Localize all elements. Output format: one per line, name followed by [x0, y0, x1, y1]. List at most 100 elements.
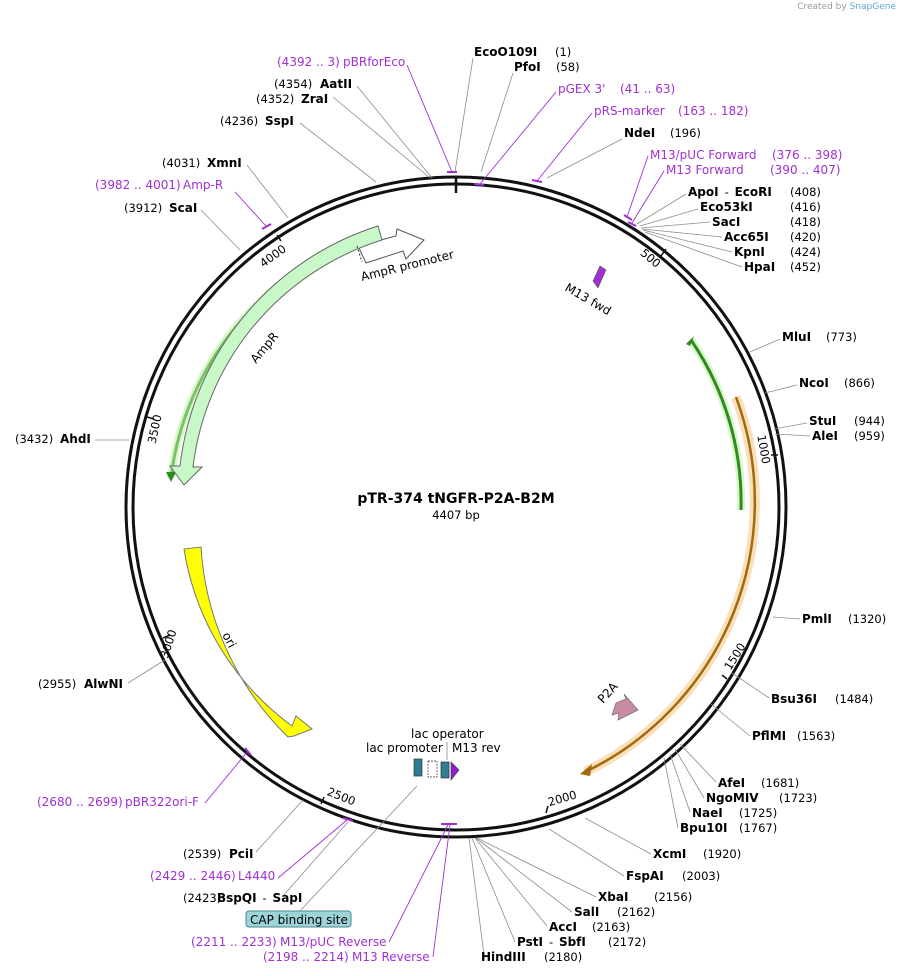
- ampr-promoter-arrow: [357, 228, 425, 264]
- feature-label-ampr: AmpR: [248, 329, 282, 365]
- enzyme-position: (1920): [703, 847, 741, 861]
- features: [166, 225, 760, 781]
- enzyme-site-bpu10i: Bpu10I(1767): [680, 821, 777, 835]
- insert-green-arrowhead: [686, 336, 694, 346]
- feature-label-m13-fwd: M13 fwd: [563, 280, 614, 318]
- credit-brand: SnapGene: [849, 2, 896, 12]
- enzyme-position: (1563): [797, 729, 835, 743]
- enzyme-site-sali: SalI (2162): [574, 905, 655, 919]
- enzyme-name: FspAI: [626, 869, 664, 883]
- enzyme-leader: [641, 228, 723, 238]
- primer-site-m13-puc-reverse: M13/pUC Reverse(2211 .. 2233): [191, 935, 387, 949]
- enzyme-name-2: EcoRI: [735, 185, 772, 199]
- primer-name: pBRforEco: [343, 55, 405, 69]
- enzyme-name-2: SapI: [273, 891, 303, 905]
- enzyme-site-psti: PstI-SbfI(2172): [517, 935, 646, 949]
- enzyme-leader: [475, 837, 573, 913]
- enzyme-leader: [584, 817, 652, 855]
- primer-range: (41 .. 63): [620, 82, 675, 96]
- enzyme-position: (2162): [617, 905, 655, 919]
- enzyme-separator: -: [725, 185, 729, 199]
- primer-name: M13/pUC Reverse: [280, 935, 387, 949]
- tick-label-2000: 2000: [546, 788, 578, 810]
- tick-2500: 2500: [320, 784, 358, 808]
- enzyme-name: ZraI: [301, 92, 328, 106]
- enzyme-leader: [640, 221, 711, 229]
- enzyme-position: (416): [790, 200, 821, 214]
- primer-leader: [234, 191, 267, 227]
- enzyme-name: XbaI: [598, 890, 628, 904]
- enzyme-name: Eco53kI: [700, 200, 753, 214]
- enzyme-site-scai: ScaI(3912): [124, 201, 197, 215]
- primer-range: (2429 .. 2446): [150, 869, 236, 883]
- enzyme-position: (4352): [256, 92, 294, 106]
- cds-orange-arrowhead: [580, 764, 592, 776]
- enzyme-leader: [476, 837, 597, 898]
- enzyme-name: StuI: [809, 414, 836, 428]
- enzyme-name: Bsu36I: [771, 692, 817, 706]
- primer-site-amp-r: Amp-R(3982 .. 4001): [95, 178, 223, 192]
- enzyme-name: PciI: [229, 847, 254, 861]
- primer-mark-pgex3: [473, 183, 485, 186]
- primer-range: (2211 .. 2233): [191, 935, 277, 949]
- enzyme-position: (1723): [779, 791, 817, 805]
- primer-mark-l4440: [342, 817, 354, 822]
- enzyme-leader: [644, 231, 743, 268]
- enzyme-position: (2163): [592, 920, 630, 934]
- tick-3500: 3500: [145, 413, 165, 445]
- enzyme-position: (1767): [739, 821, 777, 835]
- primer-name: M13 Forward: [666, 163, 744, 177]
- tick-1000: 1000: [754, 434, 778, 465]
- enzyme-site-sspi: SspI(4236): [220, 114, 294, 128]
- enzyme-leader: [299, 122, 377, 183]
- enzyme-leader: [454, 57, 474, 173]
- snapgene-credit: Created by SnapGene: [797, 2, 896, 12]
- tick-1500: 1500: [721, 640, 749, 680]
- tick-label-4000: 4000: [257, 242, 289, 271]
- enzyme-position: (3912): [124, 201, 162, 215]
- primer-leader: [432, 824, 451, 958]
- enzyme-name: NgoMIV: [706, 791, 759, 805]
- enzyme-name: SalI: [574, 905, 599, 919]
- enzyme-position: (2180): [544, 950, 582, 964]
- enzyme-position: (196): [670, 126, 701, 140]
- enzyme-site-apoi: ApoI-EcoRI(408): [688, 185, 821, 199]
- enzyme-name: XcmI: [653, 847, 686, 861]
- feature-label-lac-promoter: lac promoter: [366, 741, 443, 755]
- enzyme-separator: -: [263, 891, 267, 905]
- primer-mark-amp-r: [261, 223, 272, 230]
- enzyme-leader: [127, 659, 166, 684]
- enzyme-leader: [471, 837, 516, 943]
- enzyme-position: (1681): [761, 776, 799, 790]
- enzyme-leader: [639, 208, 699, 227]
- primer-site-pgex-3-: pGEX 3'(41 .. 63): [558, 82, 675, 96]
- enzyme-name: SacI: [712, 215, 740, 229]
- enzyme-position: (2955): [38, 677, 76, 691]
- feature-label-p2a: P2A: [595, 679, 621, 706]
- enzyme-site-ngomiv: NgoMIV (1723): [706, 791, 817, 805]
- primer-site-pbr322ori-f: pBR322ori-F(2680 .. 2699): [37, 795, 199, 809]
- enzyme-name: NdeI: [624, 126, 655, 140]
- credit-prefix: Created by: [797, 2, 847, 12]
- primer-site-prs-marker: pRS-marker(163 .. 182): [594, 104, 748, 118]
- enzyme-name: XmnI: [207, 156, 242, 170]
- ampr-boundary: [356, 245, 363, 263]
- primer-leader: [536, 112, 593, 182]
- primer-site-m13-forward: M13 Forward (390 .. 407): [666, 163, 840, 177]
- enzyme-site-ncoi: NcoI(866): [799, 376, 875, 390]
- primer-range: (2680 .. 2699): [37, 795, 123, 809]
- primer-name: L4440: [238, 869, 275, 883]
- cap-site-box: [413, 758, 423, 777]
- primer-range: (390 .. 407): [770, 163, 840, 177]
- plasmid-length: 4407 bp: [432, 508, 480, 522]
- enzyme-position: (1484): [835, 692, 873, 706]
- enzyme-leaders: [95, 57, 811, 958]
- amp-green-arrowhead: [166, 472, 176, 482]
- primer-range: (3982 .. 4001): [95, 178, 181, 192]
- enzyme-site-pcii: PciI(2539): [183, 847, 254, 861]
- enzyme-position: (2156): [654, 890, 692, 904]
- center-title: pTR-374 tNGFR-P2A-B2M 4407 bp: [357, 491, 554, 522]
- enzyme-leader: [474, 837, 548, 927]
- enzyme-leader: [749, 338, 781, 353]
- amp-green-halo: [167, 230, 380, 479]
